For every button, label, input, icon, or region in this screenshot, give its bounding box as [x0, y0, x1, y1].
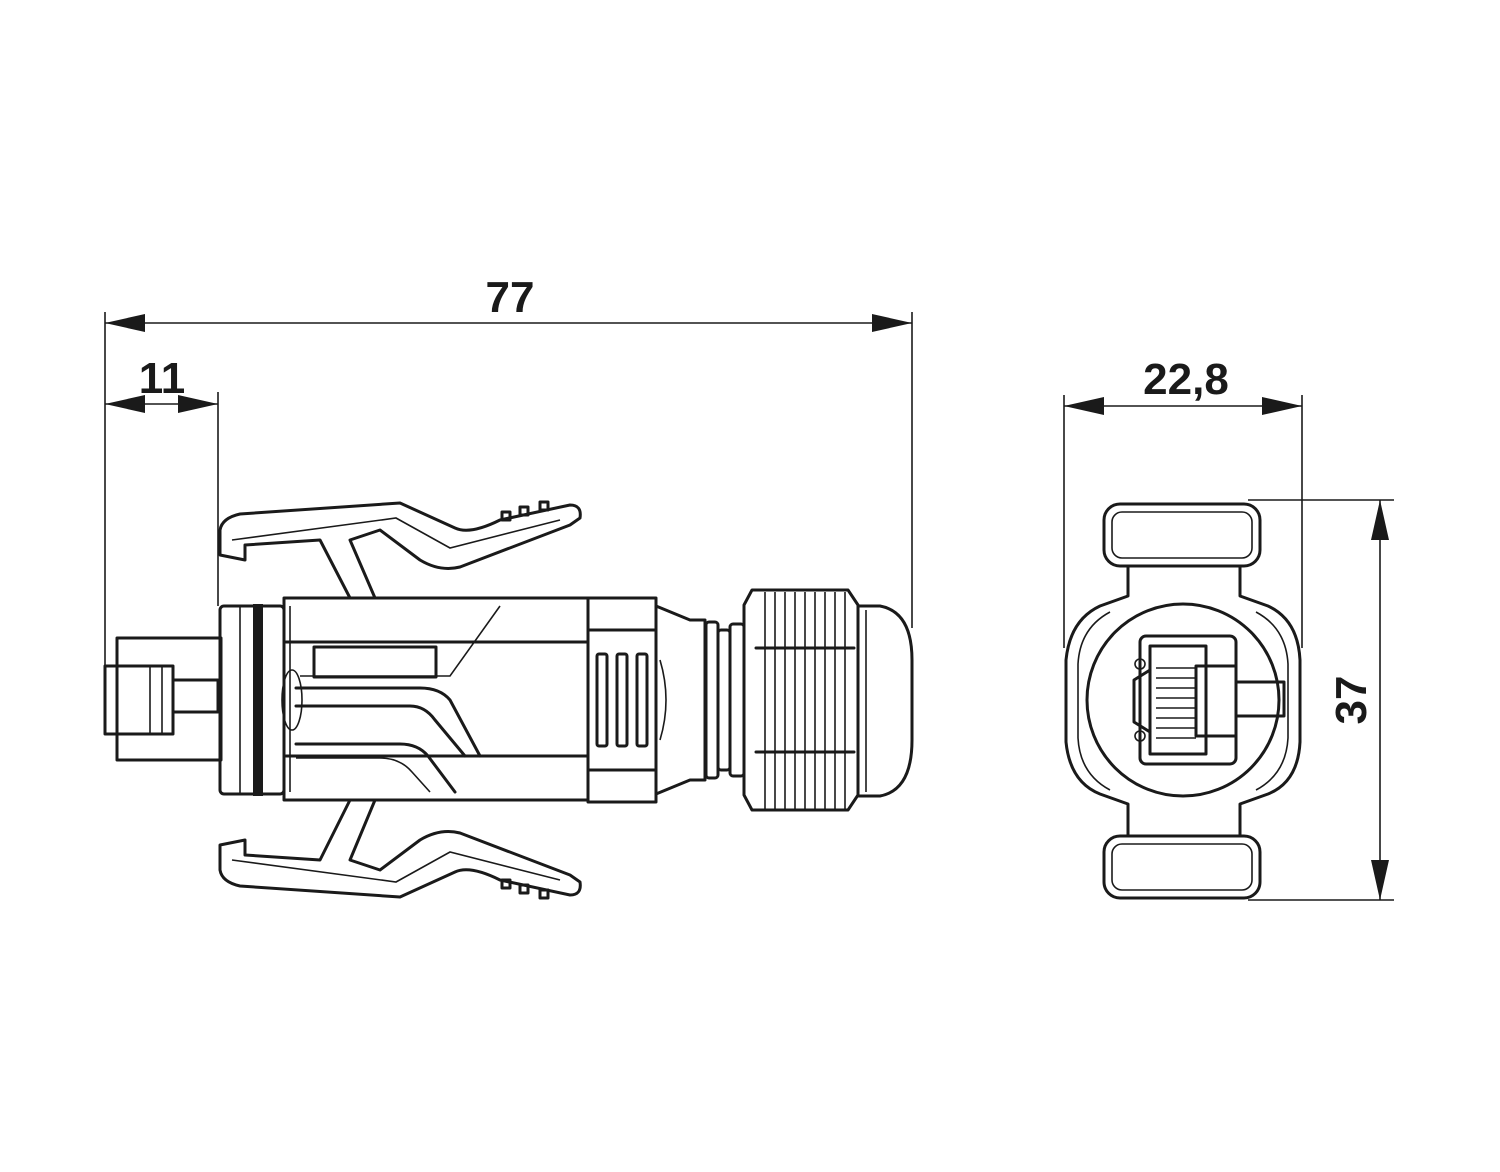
- top-latch-tab: [1102, 502, 1262, 568]
- top-latch-arm: [218, 500, 582, 600]
- bottom-latch-tab: [1102, 834, 1262, 900]
- front-body: [1064, 564, 1302, 838]
- grip-sleeve: [586, 596, 707, 804]
- plug-length-label: 11: [139, 354, 186, 403]
- rj45-plug: [103, 636, 223, 762]
- bottom-latch-arm: [218, 798, 582, 900]
- dimension-width: 22,8: [1064, 355, 1302, 415]
- height-label: 37: [1327, 676, 1376, 725]
- seal-rings: [704, 620, 746, 780]
- cable-gland-nut: [742, 588, 860, 812]
- cable-dome: [856, 604, 914, 798]
- dimension-plug-length: 11: [105, 354, 218, 413]
- dimension-height: 37: [1327, 500, 1389, 900]
- side-view: 77 11: [103, 273, 914, 900]
- dimension-overall-length: 77: [105, 273, 912, 332]
- width-label: 22,8: [1143, 355, 1229, 404]
- rj45-jack-face: [1132, 634, 1286, 766]
- overall-length-label: 77: [486, 273, 535, 322]
- main-housing: [281, 596, 590, 802]
- front-view: 22,8 37: [1063, 355, 1394, 901]
- front-collar: [218, 604, 286, 796]
